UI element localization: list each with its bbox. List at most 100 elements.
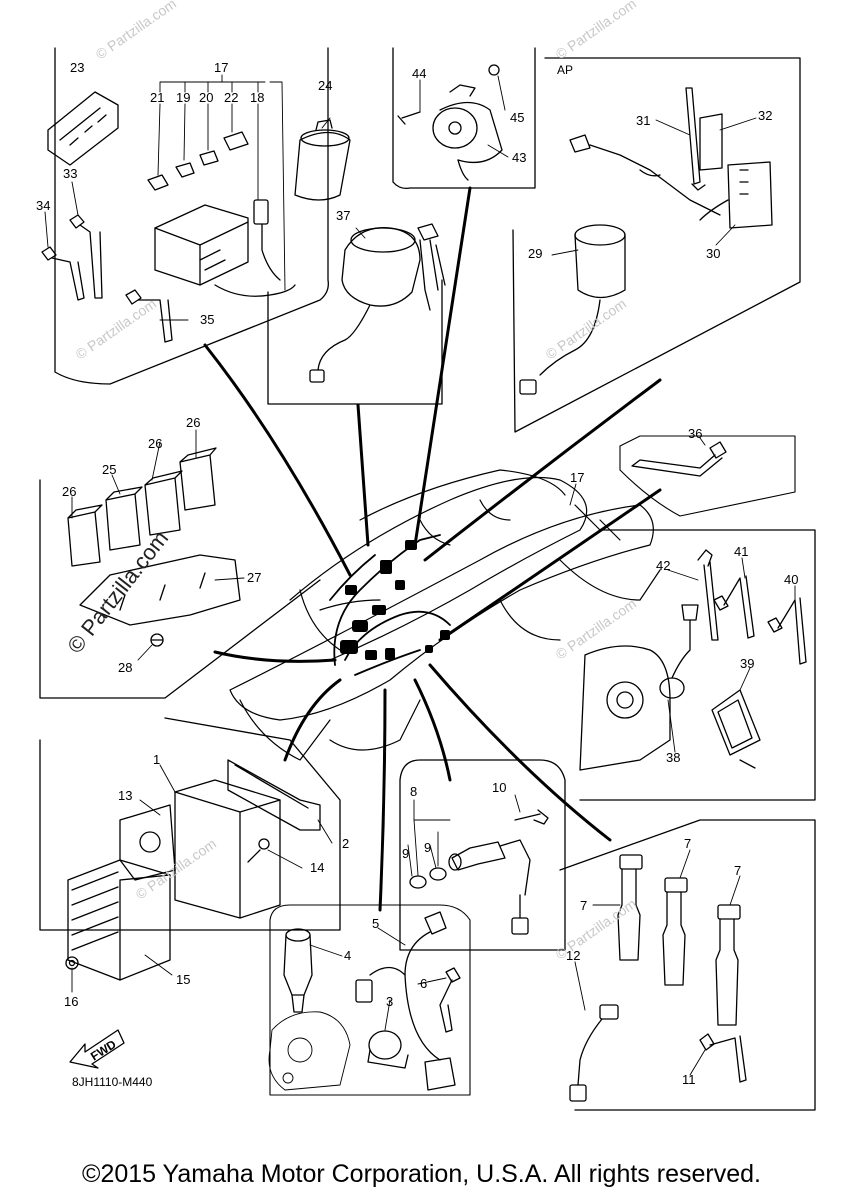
cable-tie-35 bbox=[125, 289, 173, 343]
part-number-12: 12 bbox=[566, 948, 580, 963]
part-number-9: 9 bbox=[402, 846, 409, 861]
part-number-39: 39 bbox=[740, 656, 754, 671]
bracket-27 bbox=[79, 554, 241, 626]
cable-tie-34 bbox=[41, 246, 85, 301]
part-number-40: 40 bbox=[784, 572, 798, 587]
crankcase-cover bbox=[579, 645, 671, 771]
group-frame-meter bbox=[392, 47, 536, 190]
watermark-faint: © Partzilla.com bbox=[133, 835, 219, 902]
sensor-38 bbox=[659, 604, 699, 699]
part-number-16: 16 bbox=[64, 994, 78, 1009]
relay-25 bbox=[105, 486, 143, 551]
screw-28 bbox=[150, 633, 164, 647]
bracket-39 bbox=[711, 689, 761, 769]
sensor-8 bbox=[448, 839, 531, 896]
part-number-44: 44 bbox=[412, 66, 426, 81]
group-frame-sensor-coil bbox=[399, 759, 566, 951]
connector-bottom bbox=[424, 1057, 456, 1091]
fwd-label: FWD bbox=[88, 1037, 119, 1064]
part-number-14: 14 bbox=[310, 860, 324, 875]
connector-8 bbox=[511, 894, 529, 935]
part-number-26: 26 bbox=[186, 415, 200, 430]
meter-43 bbox=[432, 84, 503, 181]
watermark-partzilla: © Partzilla.com bbox=[62, 526, 173, 658]
part-number-27: 27 bbox=[247, 570, 261, 585]
part-number-7: 7 bbox=[580, 898, 587, 913]
switch-30 bbox=[699, 161, 773, 229]
watermark-faint: © Partzilla.com bbox=[93, 0, 179, 62]
part-number-23: 23 bbox=[70, 60, 84, 75]
part-number-34: 34 bbox=[36, 198, 50, 213]
part-number-11: 11 bbox=[682, 1072, 696, 1087]
part-number-5: 5 bbox=[372, 916, 379, 931]
part-number-43: 43 bbox=[512, 150, 526, 165]
part-number-7: 7 bbox=[684, 836, 691, 851]
part-number-38: 38 bbox=[666, 750, 680, 765]
part-number-10: 10 bbox=[492, 780, 506, 795]
ecu-1 bbox=[174, 779, 281, 919]
label-32 bbox=[699, 113, 723, 171]
nut-45 bbox=[488, 64, 500, 76]
fuse-connector-18 bbox=[253, 199, 281, 281]
o-ring-9 bbox=[409, 867, 447, 889]
group-frame-band-36 bbox=[619, 435, 796, 517]
main-switch-37 bbox=[309, 227, 421, 383]
damper-2 bbox=[227, 759, 321, 831]
buzzer-24 bbox=[294, 119, 351, 201]
cable-tie-41 bbox=[713, 575, 755, 639]
cable-tie-42 bbox=[697, 549, 719, 641]
relay-26-left bbox=[67, 504, 103, 567]
fuse-block-assembly bbox=[154, 204, 296, 297]
part-number-1: 1 bbox=[153, 752, 160, 767]
group-frame-ap bbox=[512, 57, 801, 433]
fuse-holder-23 bbox=[47, 91, 119, 166]
lead-wire-5 bbox=[355, 911, 447, 1061]
part-number-42: 42 bbox=[656, 558, 670, 573]
fuse-22 bbox=[223, 131, 249, 151]
fuse-20 bbox=[199, 150, 219, 166]
part-number-labels: 23 17 21 19 20 22 18 24 44 45 43 31 32 3… bbox=[36, 60, 798, 1087]
diagram-code: 8JH1110-M440 bbox=[72, 1075, 153, 1089]
part-number-28: 28 bbox=[118, 660, 132, 675]
group-frame-ignition bbox=[559, 819, 816, 1111]
watermark-faint: © Partzilla.com bbox=[553, 595, 639, 662]
watermark-faint: © Partzilla.com bbox=[543, 295, 629, 362]
part-number-2: 2 bbox=[342, 836, 349, 851]
cable-tie-36 bbox=[631, 441, 727, 477]
cable-tie-31 bbox=[685, 87, 706, 191]
part-number-13: 13 bbox=[118, 788, 132, 803]
watercraft-hull bbox=[229, 469, 661, 761]
ap-label: AP bbox=[557, 63, 573, 77]
part-number-17: 17 bbox=[570, 470, 584, 485]
part-number-33: 33 bbox=[63, 166, 77, 181]
group-frame-sensor-right bbox=[579, 529, 816, 801]
fuse-19 bbox=[175, 162, 195, 178]
part-number-4: 4 bbox=[344, 948, 351, 963]
lead-wire-12 bbox=[569, 1004, 619, 1102]
part-number-8: 8 bbox=[410, 784, 417, 799]
fwd-arrow bbox=[69, 1029, 125, 1069]
ignition-coil-7-c bbox=[715, 904, 741, 1026]
cable-tie-40 bbox=[767, 597, 807, 665]
part-number-3: 3 bbox=[386, 994, 393, 1009]
key-37 bbox=[417, 223, 446, 311]
pressure-sensor-4 bbox=[283, 928, 313, 1013]
watermark-faint: © Partzilla.com bbox=[73, 295, 159, 362]
part-number-31: 31 bbox=[636, 113, 650, 128]
watermark-faint: © Partzilla.com bbox=[553, 0, 639, 62]
ignition-coil-7-a bbox=[617, 854, 643, 961]
group-frame-buzzer-key bbox=[267, 279, 443, 405]
part-number-29: 29 bbox=[528, 246, 542, 261]
part-number-30: 30 bbox=[706, 246, 720, 261]
part-number-37: 37 bbox=[336, 208, 350, 223]
part-number-19: 19 bbox=[176, 90, 190, 105]
part-number-20: 20 bbox=[199, 90, 213, 105]
bolt-10 bbox=[514, 809, 549, 825]
relay-26-mid bbox=[144, 470, 183, 536]
rectifier-15 bbox=[67, 859, 171, 981]
part-number-32: 32 bbox=[758, 108, 772, 123]
part-number-7: 7 bbox=[734, 863, 741, 878]
screw-14 bbox=[247, 838, 270, 863]
part-number-18: 18 bbox=[250, 90, 264, 105]
